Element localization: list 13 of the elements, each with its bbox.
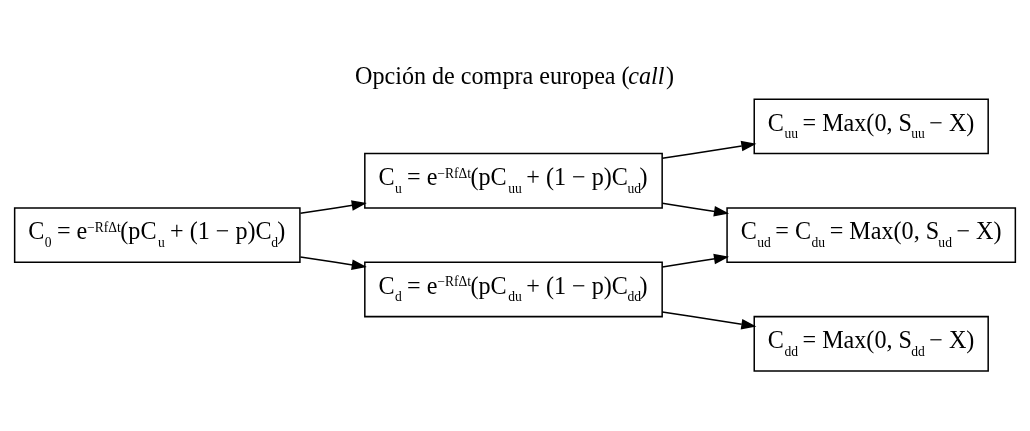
node-box: C$_{uu}$ = Max(0, S$_{uu}$ − X) (753, 98, 989, 155)
diagram-title: Opción de compra europea (call) (355, 61, 674, 89)
arrow (661, 253, 730, 268)
node-box: C$_{0}$ = e$^{−RfΔt}$(pC$_{u}$ + (1 − p)C$_{d}$) (13, 207, 301, 264)
arrow (299, 256, 367, 271)
arrow (661, 202, 730, 217)
node-box: C$_{ud}$ = C$_{du}$ = Max(0, S$_{ud}$ − X) (726, 207, 1017, 264)
node-box: C$_{dd}$ = Max(0, S$_{dd}$ − X) (753, 315, 989, 372)
node-box: C$_{u}$ = e$^{−RfΔt}$(pC$_{uu}$ + (1 − p)C$_{ud}$) (364, 152, 663, 209)
arrow (299, 200, 367, 215)
node-box: C$_{d}$ = e$^{−RfΔt}$(pC$_{du}$ + (1 − p)C$_{dd}$) (364, 261, 663, 318)
arrow (661, 311, 757, 330)
arrow (661, 140, 757, 159)
